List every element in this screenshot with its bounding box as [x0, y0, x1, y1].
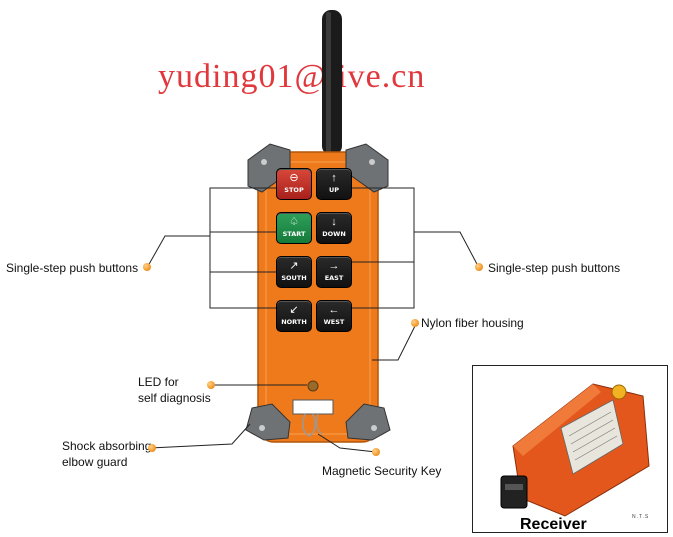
key-leader	[317, 433, 377, 453]
callout-left-push-buttons: Single-step push buttons	[6, 261, 139, 275]
button-south-label: SOUTH	[281, 274, 307, 282]
receiver-drawing	[473, 366, 667, 532]
button-west[interactable]: ← WEST	[316, 300, 352, 332]
button-down[interactable]: ↓ DOWN	[316, 212, 352, 244]
button-west-label: WEST	[323, 318, 345, 326]
callout-right-push-buttons: Single-step push buttons	[488, 261, 621, 275]
button-up-label: UP	[328, 186, 340, 194]
callout-shock-line1: Shock absorbing	[62, 439, 152, 453]
button-north[interactable]: ↙ NORTH	[276, 300, 312, 332]
button-start-label: START	[282, 230, 306, 238]
callout-shock-line2: elbow guard	[62, 455, 128, 469]
arrow-right-icon: →	[328, 260, 340, 272]
receiver-label: Receiver	[520, 516, 587, 533]
callout-housing: Nylon fiber housing	[421, 316, 524, 330]
callout-magnetic-key: Magnetic Security Key	[322, 464, 442, 478]
arrow-diagonal-down-icon: ↙	[289, 304, 299, 316]
nts-label: N.T.S	[632, 514, 650, 520]
callout-dot	[411, 319, 419, 327]
callout-dot	[475, 263, 483, 271]
right-bracket-lines	[350, 187, 479, 309]
arrow-down-icon: ↓	[331, 216, 337, 228]
button-east-label: EAST	[324, 274, 344, 282]
button-down-label: DOWN	[322, 230, 346, 238]
arrow-up-icon: ↑	[331, 172, 337, 184]
stop-icon: ⊖	[289, 172, 299, 184]
button-east[interactable]: → EAST	[316, 256, 352, 288]
callout-led-line2: self diagnosis	[138, 391, 211, 405]
arrow-diagonal-up-icon: ↗	[289, 260, 299, 272]
elbow-guard-bl	[245, 403, 291, 441]
callout-led-line1: LED for	[138, 375, 179, 389]
magnetic-key-slot	[292, 399, 334, 415]
antenna	[322, 10, 342, 155]
callout-dot	[207, 381, 215, 389]
button-start[interactable]: ♤ START	[276, 212, 312, 244]
callout-dot	[372, 448, 380, 456]
receiver-photo-frame	[472, 365, 668, 533]
left-bracket-lines	[147, 187, 276, 309]
bell-icon: ♤	[289, 216, 299, 228]
button-stop-label: STOP	[284, 186, 304, 194]
housing-leader	[372, 323, 417, 361]
callout-dot	[143, 263, 151, 271]
led-indicator	[307, 380, 319, 392]
arrow-left-icon: ←	[328, 304, 340, 316]
button-south[interactable]: ↗ SOUTH	[276, 256, 312, 288]
callout-dot	[148, 444, 156, 452]
button-up[interactable]: ↑ UP	[316, 168, 352, 200]
watermark-text: yuding01@live.cn	[158, 58, 426, 95]
button-north-label: NORTH	[281, 318, 307, 326]
elbow-guard-br	[345, 403, 391, 441]
shock-leader	[149, 423, 251, 449]
button-stop[interactable]: ⊖ STOP	[276, 168, 312, 200]
